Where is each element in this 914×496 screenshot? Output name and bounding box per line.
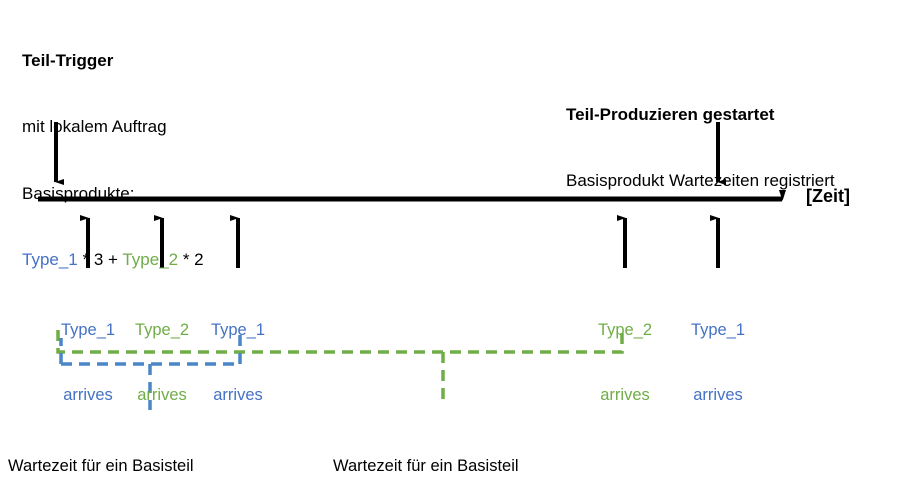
zeit-axis-caption: [Zeit] — [806, 186, 850, 206]
arrival-status-3: arrives — [213, 385, 263, 404]
arrival-type-4: Type_2 — [597, 320, 653, 339]
teil-trigger-block: Teil-Trigger mit lokalem Auftrag Basispr… — [22, 6, 204, 315]
teil-produzieren-line2: Basisprodukt Wartezeiten registriert — [566, 171, 835, 191]
arrival-status-2: arrives — [137, 385, 187, 404]
arrival-status-5: arrives — [693, 385, 743, 404]
teil-produzieren-block: Teil-Produzieren gestartet Basisprodukt … — [566, 60, 835, 237]
green-waiting-bracket — [56, 330, 624, 354]
arrival-type-1: Type_1 — [60, 320, 116, 339]
arrival-type-2: Type_2 — [134, 320, 190, 339]
arrival-label-1: Type_1 arrives — [33, 276, 143, 450]
teil-produzieren-title: Teil-Produzieren gestartet — [566, 105, 775, 125]
formula-type-2: Type_2 — [122, 250, 179, 270]
arrival-type-3: Type_1 — [210, 320, 266, 339]
formula-mult-2: * 2 — [178, 250, 204, 270]
waiting-time-note-type-1: Wartezeit für ein Basisteil → AVG-Berech… — [8, 412, 249, 496]
note-1-line-1: Wartezeit für ein Basisteil — [8, 456, 194, 475]
waiting-time-note-type-2: Wartezeit für ein Basisteil → AVG-Berech… — [333, 412, 574, 496]
arrival-label-5: Type_1 arrives — [663, 276, 773, 450]
formula-type-1: Type_1 — [22, 250, 78, 270]
arrival-type-5: Type_1 — [690, 320, 746, 339]
teil-trigger-line2: mit lokalem Auftrag — [22, 117, 167, 137]
arrival-label-4: Type_2 arrives — [570, 276, 680, 450]
arrival-status-4: arrives — [600, 385, 650, 404]
teil-trigger-line3: Basisprodukte: — [22, 183, 135, 203]
teil-trigger-title: Teil-Trigger — [22, 51, 114, 71]
formula-mult-1: * 3 + — [77, 250, 123, 270]
teil-trigger-formula: Type_1 * 3 + Type_2 * 2 — [22, 249, 204, 271]
arrival-status-1: arrives — [63, 385, 113, 404]
arrival-label-2: Type_2 arrives — [107, 276, 217, 450]
arrival-label-3: Type_1 arrives — [183, 276, 293, 450]
blue-waiting-bracket — [59, 330, 242, 366]
note-2-line-1: Wartezeit für ein Basisteil — [333, 456, 519, 475]
